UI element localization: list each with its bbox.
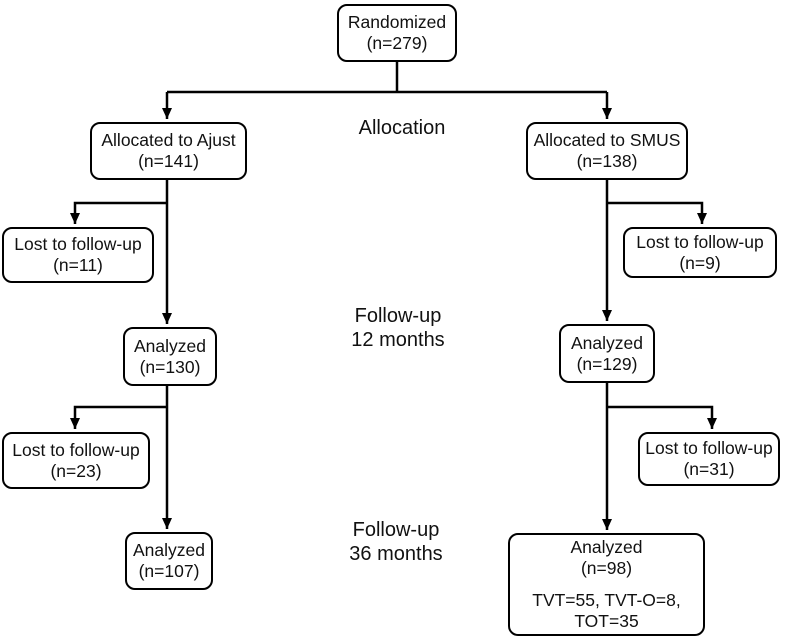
box-lost-to-followup-ajust-12: Lost to follow-up (n=11) (2, 227, 154, 283)
box-count: (n=130) (139, 356, 201, 377)
box-title: Allocated to SMUS (533, 130, 681, 150)
stage-label-line: 12 months (351, 329, 445, 351)
box-allocated-smus: Allocated to SMUS (n=138) (526, 122, 688, 180)
box-title: Analyzed (571, 332, 643, 353)
box-count: (n=107) (138, 561, 200, 581)
stage-label-line: Follow-up (354, 305, 442, 327)
box-count: (n=9) (679, 252, 721, 273)
stage-label-followup-12-months: Follow-up 12 months (318, 304, 478, 352)
box-count: (n=23) (50, 460, 102, 481)
box-lost-to-followup-ajust-36: Lost to follow-up (n=23) (2, 432, 150, 489)
box-count: (n=129) (576, 353, 638, 374)
box-count: (n=11) (53, 255, 103, 275)
box-analyzed-ajust-36: Analyzed (n=107) (125, 532, 213, 590)
stage-label-line: Allocation (358, 117, 446, 139)
box-title: Analyzed (570, 537, 643, 557)
connector-analyzed130-to-lost23 (70, 405, 167, 429)
box-count: (n=279) (366, 33, 428, 53)
box-count: (n=31) (683, 459, 735, 479)
box-title: Allocated to Ajust (101, 130, 236, 150)
box-title: Analyzed (133, 540, 205, 560)
box-detail: TVT=55, TVT-O=8, (532, 590, 681, 610)
stage-label-followup-36-months: Follow-up 36 months (316, 518, 476, 566)
box-count: (n=141) (138, 151, 199, 171)
box-analyzed-ajust-12: Analyzed (n=130) (123, 327, 217, 386)
box-analyzed-smus-36: Analyzed (n=98) TVT=55, TVT-O=8, TOT=35 (508, 533, 705, 636)
box-title: Lost to follow-up (645, 438, 773, 458)
stage-label-line: 36 months (349, 543, 443, 565)
box-title: Lost to follow-up (636, 231, 764, 252)
stage-label-line: Follow-up (352, 519, 440, 541)
box-analyzed-smus-12: Analyzed (n=129) (559, 324, 655, 383)
connector-ajust-to-lost11 (70, 201, 167, 224)
box-title: Analyzed (134, 335, 206, 356)
box-lost-to-followup-smus-36: Lost to follow-up (n=31) (638, 432, 780, 486)
stage-label-allocation: Allocation (322, 116, 482, 140)
box-count: (n=98) (580, 558, 633, 578)
box-count: (n=138) (576, 151, 638, 171)
box-allocated-ajust: Allocated to Ajust (n=141) (90, 122, 247, 180)
box-detail: TOT=35 (574, 611, 639, 631)
connector-smus-to-lost9 (607, 201, 707, 224)
box-title: Randomized (347, 12, 447, 32)
box-title: Lost to follow-up (14, 234, 142, 254)
box-title: Lost to follow-up (12, 439, 140, 460)
box-randomized: Randomized (n=279) (337, 4, 457, 62)
box-lost-to-followup-smus-12: Lost to follow-up (n=9) (623, 227, 777, 278)
connector-analyzed129-to-lost31 (607, 405, 717, 429)
